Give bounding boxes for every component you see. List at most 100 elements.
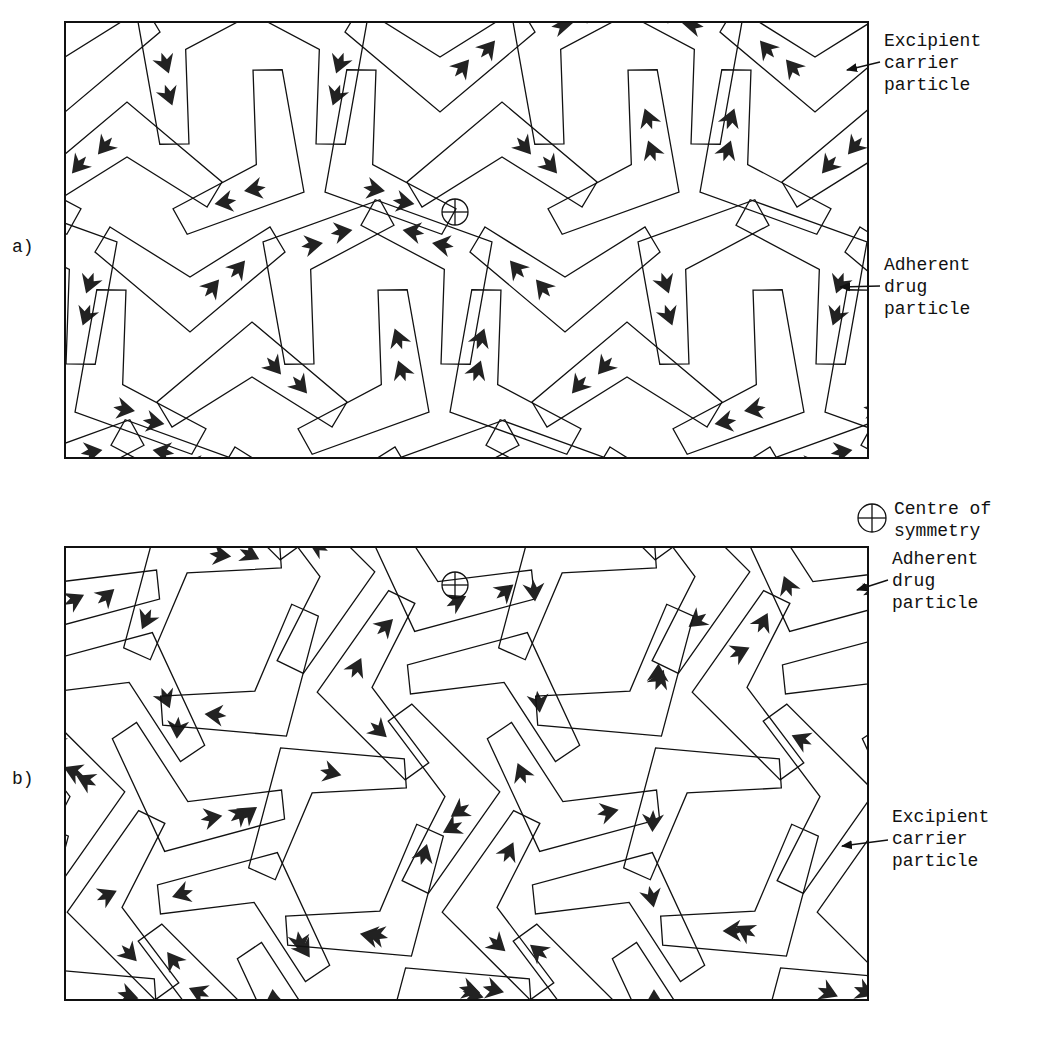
carrier-particle [328,913,544,1000]
carrier-particle [329,547,546,672]
drug-particle [299,232,324,257]
carrier-particle [79,716,296,891]
carrier-particle [666,277,852,458]
drug-particle [154,81,182,109]
carrier-particle [579,936,796,1000]
carrier-particle [828,547,868,668]
carrier-particle [354,160,540,377]
carrier-particle [91,22,277,157]
carrier-particle [453,547,669,668]
carrier-particle [65,816,114,1000]
drug-particle [91,581,122,612]
carrier-particle [778,277,868,458]
symbol-label: Centre of symmetry [894,498,1024,542]
carrier-particle [65,102,222,207]
carrier-particle [137,917,258,1000]
drug-particle [322,81,350,109]
carrier-particle [720,22,868,112]
carrier-particle [65,547,170,672]
carrier-particle [65,913,169,1000]
drug-particle [223,254,254,285]
drug-particle [522,579,546,603]
drug-particle [480,976,507,1000]
carrier-particle [841,22,868,157]
drug-particle [509,131,540,162]
drug-particle [388,357,416,385]
drug-particle [233,798,264,829]
drug-particle [774,572,802,600]
drug-particle [326,49,354,77]
carrier-particle [220,447,410,458]
drug-particle [713,137,741,165]
carrier-particle [729,160,868,377]
part-label: Adherent drug particle [892,548,1022,614]
drug-particle [778,53,809,84]
carrier-particle [782,102,868,207]
drug-particle [549,22,574,38]
leader-arrow [847,62,880,70]
carrier-particle [704,547,868,672]
drug-particle [90,131,121,162]
carrier-particle [407,102,597,207]
drug-particle [713,409,738,434]
drug-particle [680,22,705,38]
carrier-particle [204,936,421,1000]
drug-particle [166,716,190,740]
drug-particle [482,928,513,959]
carrier-particle [845,227,868,332]
drug-particle [384,325,412,353]
carrier-particle [65,697,133,895]
carrier-particle [523,596,739,791]
drug-particle [285,370,316,401]
drug-particle [564,370,595,401]
drug-particle [262,988,286,1000]
drug-particle [725,638,754,667]
carrier-particle [528,22,714,54]
drug-particle [595,799,621,825]
panel-letter: a) [12,236,52,258]
drug-particle [114,938,145,969]
leader-arrow [840,286,880,287]
drug-particle [111,396,136,421]
drug-particle [342,653,371,682]
carrier-particle [591,160,777,377]
carrier-particle [604,22,790,157]
drug-particle [787,725,816,754]
carrier-particle [203,693,419,888]
drug-particle [242,176,267,201]
drug-particle [840,131,868,162]
drug-particle [329,219,354,244]
drug-particle [634,105,662,133]
carrier-particle [416,22,602,54]
carrier-particle [398,547,614,571]
drug-particle [489,576,520,607]
drug-particle [748,608,778,638]
drug-particle [638,884,664,910]
drug-particle [410,841,437,868]
part-label: Excipient carrier particle [884,30,1014,96]
drug-particle [590,351,621,382]
carrier-particle [65,22,226,54]
carrier-particle [716,380,868,458]
drug-particle [826,269,854,297]
carrier-particle [762,697,868,895]
drug-particle [184,978,213,1000]
drug-particle [317,759,344,786]
drug-particle [651,269,679,297]
drug-particle [72,301,100,329]
drug-particle [370,611,401,642]
symmetry-centre [858,504,886,532]
drug-particle [361,176,386,201]
carrier-particle [78,547,294,668]
drug-particle [213,189,238,214]
drug-particle [526,689,551,714]
drug-particle [731,916,761,946]
carrier-particle [466,22,652,157]
carrier-particle [229,22,415,157]
carrier-particle [387,697,508,895]
carrier-particle [65,808,180,1000]
drug-particle [473,34,504,65]
panel-frame [65,547,868,1000]
carrier-particle [216,160,402,377]
